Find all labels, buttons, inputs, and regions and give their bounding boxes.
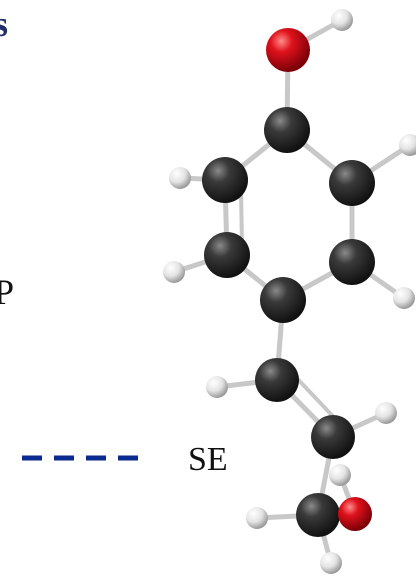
carbon-atom (329, 160, 375, 206)
hydrogen-atom (393, 287, 415, 309)
oxygen-atom (266, 28, 310, 72)
carbon-atom (296, 493, 340, 537)
carbon-atom (204, 232, 250, 278)
hydrogen-atom (331, 9, 353, 31)
hydrogen-atom (246, 507, 268, 529)
label-left-fragment: P (0, 272, 15, 312)
hydrogen-atom (163, 261, 185, 283)
hydrogen-atom (399, 134, 416, 156)
carbon-atom (311, 415, 355, 459)
hydrogen-atom (169, 167, 191, 189)
legend-dashed-line (22, 455, 146, 461)
carbon-atom (264, 107, 310, 153)
hydrogen-atom (375, 402, 397, 424)
label-top-fragment: s (0, 4, 9, 44)
carbon-atom (329, 239, 375, 285)
carbon-atom (202, 157, 248, 203)
legend-label-se: SE (188, 441, 228, 478)
hydrogen-atom (320, 552, 342, 574)
hydrogen-atom (329, 464, 351, 486)
hydrogen-atom (206, 376, 228, 398)
oxygen-atom (338, 497, 372, 531)
carbon-atom (255, 358, 299, 402)
carbon-atom (260, 277, 306, 323)
